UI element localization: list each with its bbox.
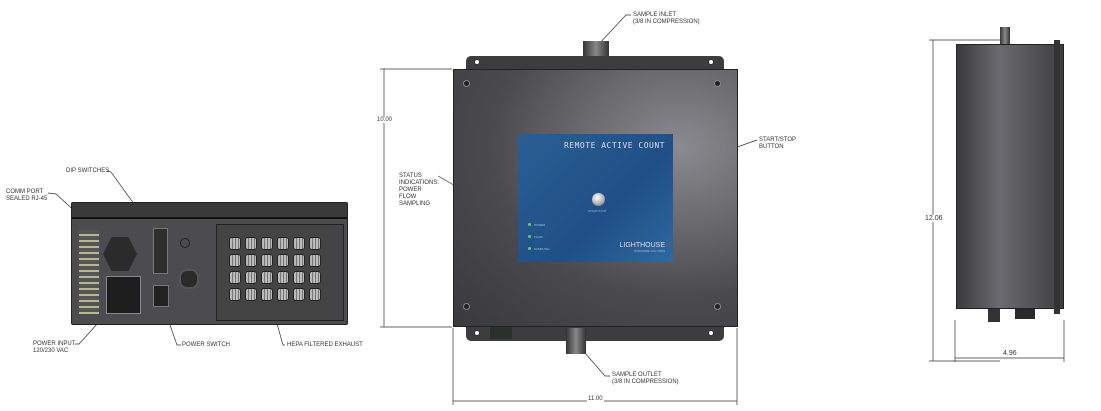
label-panel: REMOTE ACTIVE COUNT START/STOP POWER FLO… [518, 134, 673, 262]
button-caption: START/STOP [588, 209, 607, 213]
mounting-hole [708, 330, 714, 336]
exhaust-slot [309, 237, 321, 250]
side-enclosure [956, 44, 1064, 309]
exhaust-slot [261, 254, 273, 267]
exhaust-slot [277, 237, 289, 250]
label-power-input: POWER INPUT 120/230 VAC [33, 341, 76, 354]
exhaust-slot [309, 271, 321, 284]
exhaust-slot [245, 288, 257, 301]
sample-outlet-fitting [566, 328, 586, 354]
brand-logo: LIGHTHOUSE [619, 242, 665, 249]
indicator-hole [180, 238, 190, 248]
exhaust-slot [261, 288, 273, 301]
mounting-hole [708, 59, 714, 65]
label-start-stop: START/STOP BUTTON [759, 137, 797, 150]
exhaust-slot [229, 254, 241, 267]
label-comm-port: COMM PORT SEALED RJ-45 [6, 189, 48, 202]
label-power-switch: POWER SWITCH [182, 342, 230, 348]
dip-switch-cover [153, 228, 168, 274]
screw [714, 303, 721, 310]
brand-subtitle: WORLDWIDE SOLUTIONS [634, 250, 665, 253]
mounting-hole [474, 59, 480, 65]
label-hepa-exhaust: HEPA FILTERED EXHAUST [287, 342, 363, 348]
hepa-exhaust-plate [216, 224, 344, 321]
exhaust-slot [293, 254, 305, 267]
exhaust-slot [293, 237, 305, 250]
exhaust-slot [277, 271, 289, 284]
exhaust-slot [245, 254, 257, 267]
power-switch [153, 285, 169, 307]
power-input-socket [106, 276, 141, 314]
exhaust-slot [229, 271, 241, 284]
dimension-width: 11.00 [587, 396, 604, 402]
exhaust-slot [261, 237, 273, 250]
label-sample-outlet: SAMPLE OUTLET (3/8 IN COMPRESSION) [612, 372, 679, 385]
dimension-side-depth: 4.96 [1002, 350, 1018, 357]
led-flow [528, 235, 531, 238]
led-sampling [528, 247, 531, 250]
exhaust-slot [309, 254, 321, 267]
screw [463, 80, 470, 87]
exhaust-slot [245, 271, 257, 284]
label-dip-switches: DIP SWITCHES [66, 168, 110, 174]
dimension-side-height: 12.06 [924, 215, 944, 222]
exhaust-slot [245, 237, 257, 250]
side-bottom-connector [1015, 309, 1035, 319]
panel-title: REMOTE ACTIVE COUNT [563, 141, 665, 150]
mounting-hole [474, 330, 480, 336]
start-stop-button[interactable] [592, 193, 605, 206]
side-top-fitting [1000, 27, 1010, 45]
exhaust-slot [277, 254, 289, 267]
exhaust-slot [293, 271, 305, 284]
led-label-power: POWER [534, 223, 546, 227]
exhaust-slot [261, 271, 273, 284]
exhaust-slot [293, 288, 305, 301]
led-label-sampling: SAMPLING [534, 247, 550, 251]
label-status-indications: STATUS INDICATIONS: POWER FLOW SAMPLING [399, 173, 439, 207]
exhaust-slot [309, 288, 321, 301]
dimension-height: 10.00 [376, 117, 394, 123]
screw [714, 80, 721, 87]
side-bottom-fitting [988, 309, 1000, 322]
led-power [528, 223, 531, 226]
fitting [179, 269, 199, 289]
exhaust-slot [277, 288, 289, 301]
led-label-flow: FLOW [534, 235, 543, 239]
vent-fins [79, 230, 99, 314]
exhaust-slot [229, 237, 241, 250]
bottom-connector [490, 327, 512, 339]
screw [463, 303, 470, 310]
exhaust-slot [229, 288, 241, 301]
exhaust-grille [229, 237, 321, 301]
side-lid-edge [1054, 40, 1060, 314]
label-sample-inlet: SAMPLE INLET (3/8 IN COMPRESSION) [633, 12, 700, 25]
